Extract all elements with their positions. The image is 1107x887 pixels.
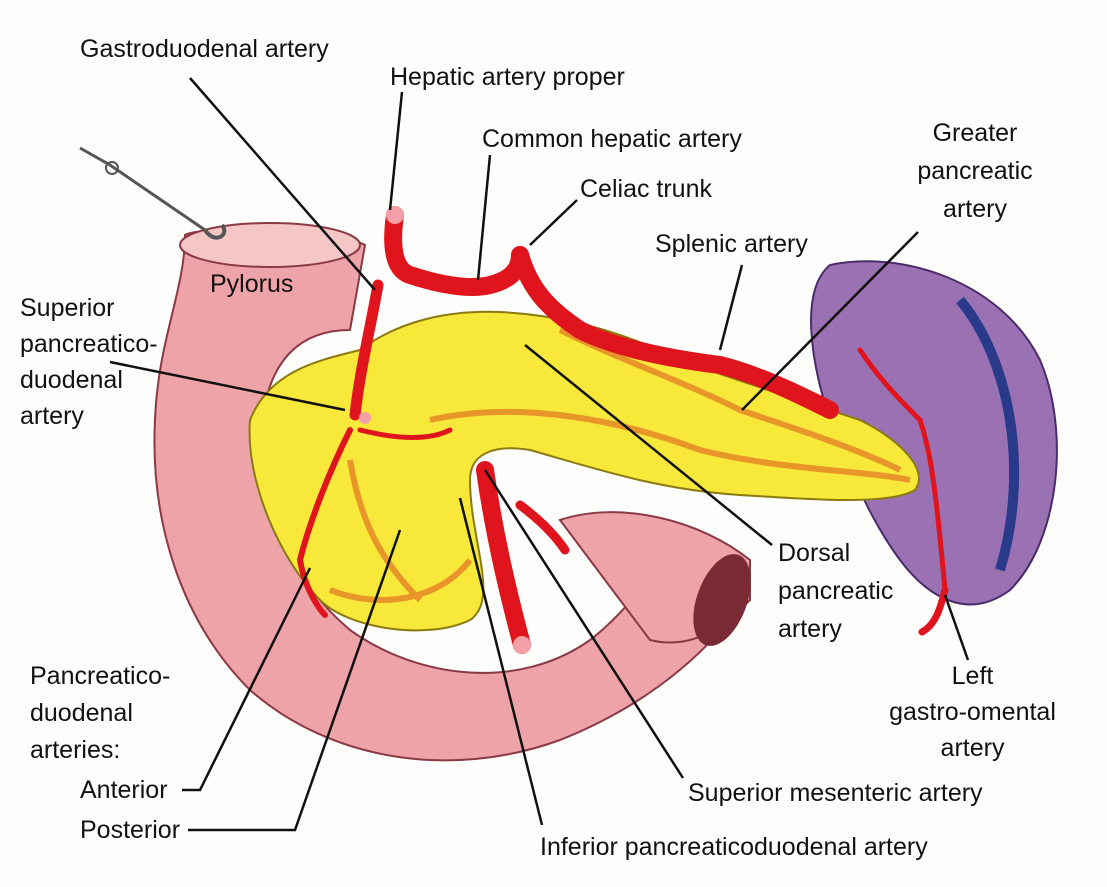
label-line: pancreatic: [917, 157, 1033, 185]
leader-lines: [109, 77, 970, 832]
label-line: duodenal: [30, 699, 133, 727]
label-line: Left: [951, 662, 994, 690]
label-left-gastro-omental-artery: Left gastro-omental artery: [880, 658, 1065, 766]
label-line: Superior: [20, 294, 115, 322]
label-superior-mesenteric-artery: Superior mesenteric artery: [688, 779, 983, 807]
label-gastroduodenal-artery: Gastroduodenal artery: [80, 35, 329, 63]
label-line: Pancreatico-: [30, 662, 171, 690]
label-line: artery: [20, 402, 84, 430]
retractor-hook: [79, 146, 206, 232]
label-greater-pancreatic-artery: Greater pancreatic artery: [895, 114, 1055, 228]
label-line: pancreatic: [778, 577, 894, 605]
label-line: gastro-omental: [889, 698, 1056, 726]
label-anterior: Anterior: [80, 776, 168, 804]
label-line: Dorsal: [778, 539, 851, 567]
label-inferior-pancreaticoduodenal-artery: Inferior pancreaticoduodenal artery: [540, 833, 928, 861]
label-line: artery: [778, 615, 842, 643]
label-line: artery: [943, 195, 1007, 223]
label-superior-pancreaticoduodenal-artery: Superior pancreatico- duodenal artery: [20, 290, 158, 434]
label-line: Greater: [932, 119, 1018, 147]
label-splenic-artery: Splenic artery: [655, 230, 808, 258]
label-hepatic-artery-proper: Hepatic artery proper: [390, 63, 625, 91]
label-common-hepatic-artery: Common hepatic artery: [482, 125, 742, 153]
label-line: arteries:: [30, 736, 121, 764]
label-posterior: Posterior: [80, 816, 181, 844]
pancreas: [248, 310, 920, 632]
label-pancreaticoduodenal-arteries: Pancreatico- duodenal arteries:: [30, 658, 170, 769]
label-line: duodenal: [20, 366, 123, 394]
label-pylorus: Pylorus: [210, 270, 294, 298]
label-line: artery: [940, 734, 1005, 762]
duodenum: [153, 222, 752, 762]
pancreatic-vessels: [328, 327, 911, 603]
label-celiac-trunk: Celiac trunk: [580, 175, 712, 203]
label-line: pancreatico-: [20, 330, 158, 358]
arteries: [296, 206, 949, 654]
label-dorsal-pancreatic-artery: Dorsal pancreatic artery: [778, 534, 893, 648]
